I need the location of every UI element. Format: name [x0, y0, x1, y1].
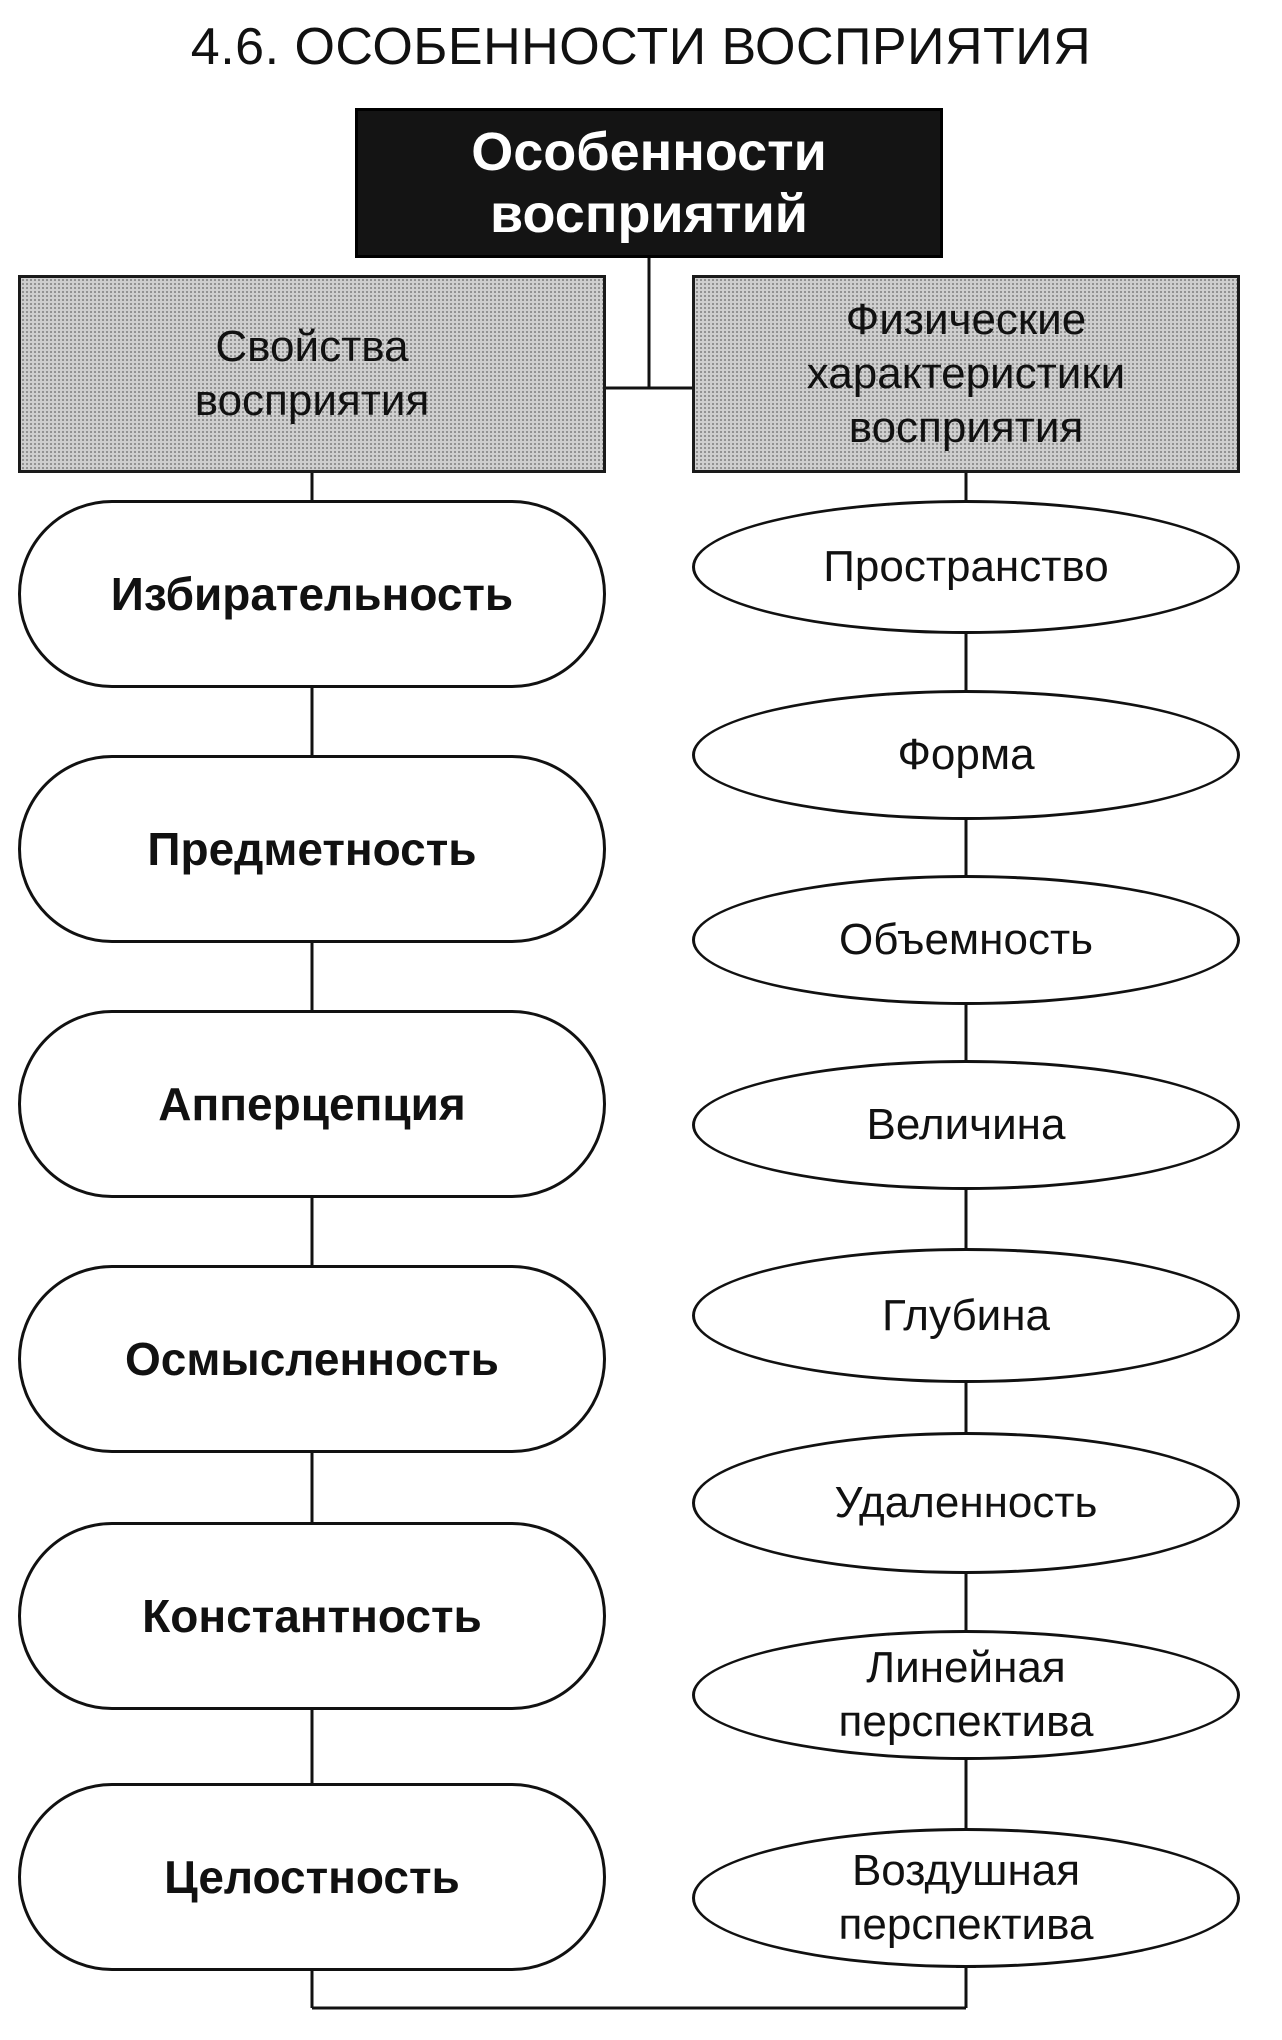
category-right-line-2: характеристики — [806, 349, 1126, 398]
characteristic-node: Величина — [692, 1060, 1240, 1190]
characteristic-label-line-1: Линейная — [866, 1643, 1066, 1692]
property-node: Осмысленность — [18, 1265, 606, 1453]
category-left-line-2: восприятия — [194, 376, 430, 425]
page-title: 4.6. ОСОБЕННОСТИ ВОСПРИЯТИЯ — [190, 18, 1092, 76]
characteristic-label: Форма — [897, 730, 1035, 779]
characteristic-node: Удаленность — [692, 1432, 1240, 1574]
root-line-2: восприятий — [490, 184, 808, 244]
root-node: Особенности восприятий — [355, 108, 943, 258]
property-node: Целостность — [18, 1783, 606, 1971]
characteristic-label: Пространство — [823, 542, 1109, 591]
characteristic-label-line-1: Воздушная — [851, 1846, 1081, 1895]
characteristic-node: Глубина — [692, 1248, 1240, 1383]
category-characteristics: Физические характеристики восприятия — [692, 275, 1240, 473]
property-node: Избирательность — [18, 500, 606, 688]
characteristic-node: Форма — [692, 690, 1240, 820]
characteristic-node: Пространство — [692, 500, 1240, 634]
root-line-1: Особенности — [471, 122, 827, 182]
characteristic-label-line-2: перспектива — [838, 1697, 1094, 1746]
characteristic-label: Глубина — [881, 1290, 1051, 1340]
category-right-line-3: восприятия — [848, 403, 1084, 452]
characteristic-label-line-2: перспектива — [838, 1900, 1094, 1949]
characteristic-node: Воздушная перспектива — [692, 1828, 1240, 1968]
characteristic-node: Объемность — [692, 875, 1240, 1005]
characteristic-label: Величина — [866, 1100, 1066, 1149]
category-right-line-1: Физические — [845, 295, 1087, 344]
property-node: Предметность — [18, 755, 606, 943]
property-node: Апперцепция — [18, 1010, 606, 1198]
characteristic-label: Объемность — [838, 915, 1094, 964]
characteristic-node: Линейная перспектива — [692, 1630, 1240, 1760]
characteristic-label: Удаленность — [834, 1478, 1098, 1527]
property-node: Константность — [18, 1522, 606, 1710]
category-properties: Свойства восприятия — [18, 275, 606, 473]
category-left-line-1: Свойства — [215, 322, 409, 371]
